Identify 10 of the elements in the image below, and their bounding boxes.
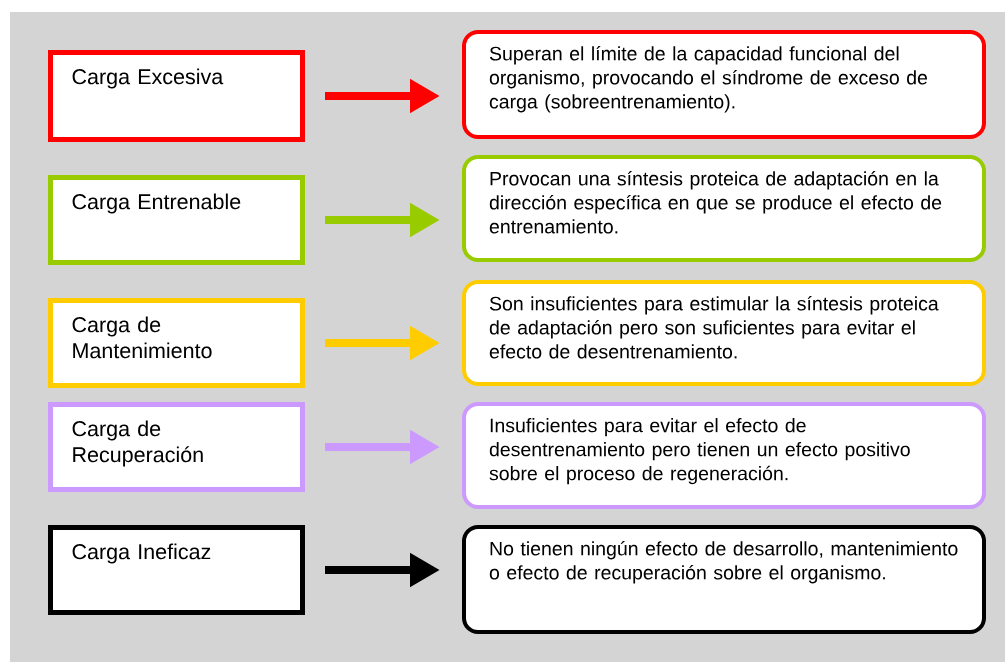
category-box: Carga de Recuperación: [48, 402, 305, 492]
category-box: Carga de Mantenimiento: [48, 298, 305, 388]
description-box: Son insuficientes para estimular la síntesis proteica de adaptación pero son suficientes para evitar el efecto de desentrenamiento.: [462, 280, 986, 386]
description-box: Superan el límite de la capacidad funcional del organismo, provocando el síndrome de exceso de carga (sobreentrenamiento).: [462, 30, 986, 139]
description-box: No tienen ningún efecto de desarrollo, mantenimiento o efecto de recuperación sobre el organismo.: [462, 525, 986, 634]
description-box: Provocan una síntesis proteica de adaptación en la dirección específica en que se produce el efecto de entrenamiento.: [462, 155, 986, 262]
category-box: Carga Excesiva: [48, 50, 305, 142]
description-box: Insuficientes para evitar el efecto de desentrenamiento pero tienen un efecto positivo sobre el proceso de regeneración.: [462, 402, 986, 509]
category-box: Carga Entrenable: [48, 175, 305, 265]
category-box: Carga Ineficaz: [48, 525, 305, 615]
